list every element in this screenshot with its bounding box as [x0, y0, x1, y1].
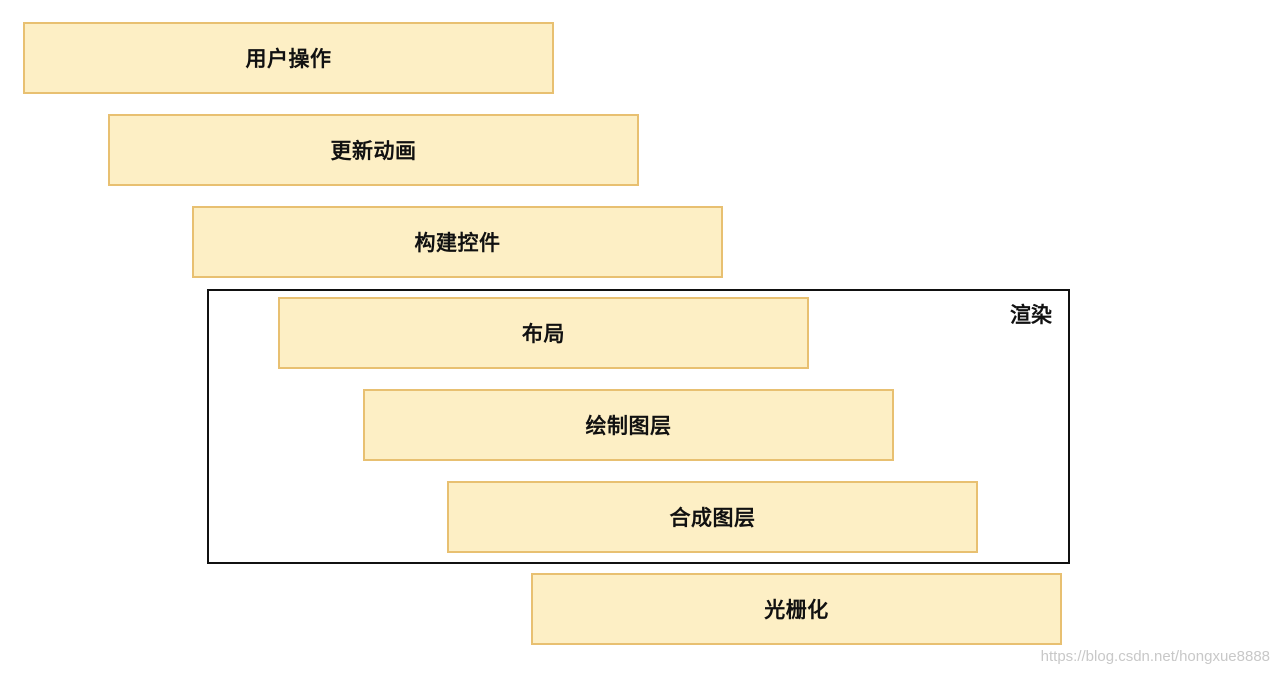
step-user-action: 用户操作 [23, 22, 554, 94]
step-label: 用户操作 [245, 47, 332, 71]
step-label: 光栅化 [764, 598, 829, 622]
step-paint: 绘制图层 [363, 389, 894, 461]
step-layout: 布局 [278, 297, 809, 369]
step-rasterize: 光栅化 [531, 573, 1062, 645]
render-group-frame: 渲染 [207, 289, 1070, 564]
step-animate: 更新动画 [108, 114, 639, 186]
step-label: 布局 [522, 322, 565, 346]
step-label: 构建控件 [414, 231, 501, 255]
step-label: 更新动画 [330, 139, 417, 163]
step-label: 绘制图层 [585, 414, 672, 438]
step-build: 构建控件 [192, 206, 723, 278]
step-label: 合成图层 [669, 506, 756, 530]
render-group-label: 渲染 [1010, 303, 1052, 327]
step-composite: 合成图层 [447, 481, 978, 553]
watermark-url: https://blog.csdn.net/hongxue8888 [1040, 648, 1270, 665]
